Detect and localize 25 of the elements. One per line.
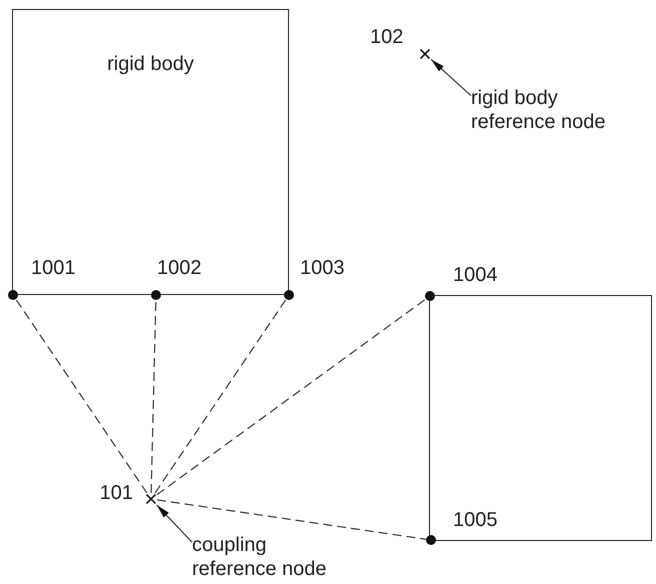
node-dot-icon: [151, 290, 161, 300]
body-box: [429, 295, 652, 541]
leader-arrow: [430, 59, 472, 96]
point-number: 1005: [453, 508, 498, 532]
node-dot-icon: [8, 290, 18, 300]
node-dot-icon: [284, 290, 294, 300]
dashed-connector: [156, 499, 426, 540]
node-number: 1003: [300, 256, 344, 280]
dashed-connector: [15, 298, 148, 494]
dashed-connector: [150, 300, 156, 494]
body-label: rigid body: [107, 52, 194, 76]
node-number: 101: [100, 481, 133, 505]
callout-label: coupling reference node: [192, 533, 344, 581]
cross-marker-icon: [419, 48, 431, 60]
rigid-body-box: [12, 9, 289, 295]
node-dot-icon: [426, 535, 436, 545]
dashed-connector: [156, 298, 426, 496]
callout-label: rigid body reference node: [471, 86, 623, 134]
cross-marker-icon: [145, 493, 157, 505]
dashed-connector: [154, 298, 287, 494]
node-number: 102: [370, 25, 404, 49]
node-number: 1004: [453, 263, 498, 287]
leader-arrow: [156, 504, 192, 542]
point-number: 1002: [157, 256, 202, 280]
point-number: 1001: [31, 256, 76, 280]
